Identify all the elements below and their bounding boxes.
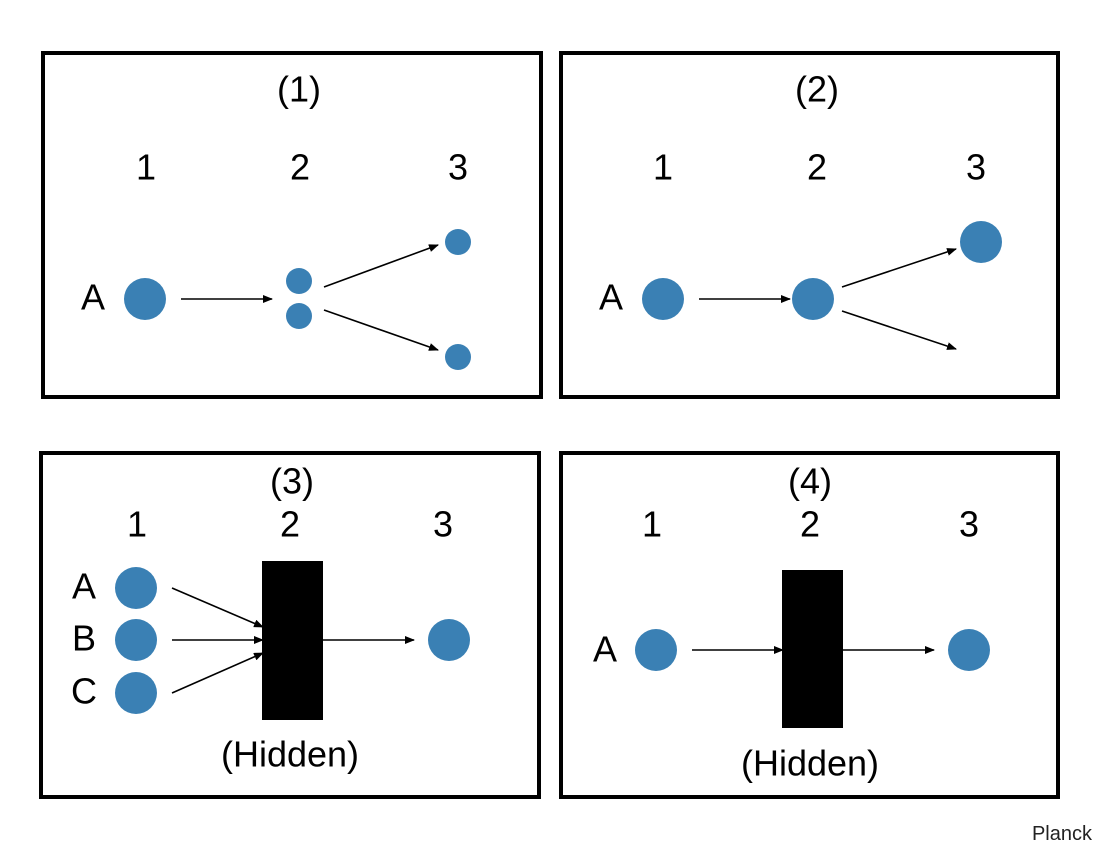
panel-3: (3) 1 2 3 A B C (Hidden) [39,451,541,799]
panel-3-node-3 [428,619,470,661]
panel-1-column-1: 1 [136,147,156,188]
panel-1-column-3: 3 [448,147,468,188]
panel-3-column-3: 3 [433,504,453,545]
panel-3-node-c [115,672,157,714]
panel-3-input-a-label: A [72,566,96,607]
panel-4-input-a-label: A [593,629,617,670]
panel-4-column-1: 1 [642,504,662,545]
panel-3-node-b [115,619,157,661]
credit-text: Planck [1031,823,1092,845]
panel-1-node-2-upper [286,268,312,294]
panel-1-node-a [124,278,166,320]
panel-4-hidden-label: (Hidden) [741,743,879,784]
panel-4-frame [559,451,1060,799]
panel-3-column-1: 1 [127,504,147,545]
panel-3-input-b-label: B [72,618,96,659]
panel-1-input-a-label: A [81,277,105,318]
panel-3-node-a [115,567,157,609]
panel-2-title: (2) [795,69,839,110]
panel-2-node-a [642,278,684,320]
panel-2-node-3 [960,221,1002,263]
panel-2-column-1: 1 [653,147,673,188]
panel-1-node-2-lower [286,303,312,329]
panel-4: (4) 1 2 3 A (Hidden) [559,451,1060,799]
panel-3-edge-a-to-hidden [171,587,264,628]
panel-1: (1) 1 2 3 A [41,51,543,399]
panel-1-column-2: 2 [290,147,310,188]
panel-2-node-2 [792,278,834,320]
panel-3-title: (3) [270,461,314,502]
panel-2-column-3: 3 [966,147,986,188]
panel-4-node-a [635,629,677,671]
panel-2-edge-2-to-3-upper [841,248,957,288]
panel-4-title: (4) [788,461,832,502]
panel-4-column-3: 3 [959,504,979,545]
panel-1-node-3-upper [445,229,471,255]
panel-3-hidden-box [262,561,323,720]
panel-3-input-c-label: C [71,671,97,712]
panel-3-hidden-label: (Hidden) [221,734,359,775]
panel-1-edge-2-to-3-lower [323,309,439,351]
panel-2-frame [559,51,1060,399]
panel-4-node-3 [948,629,990,671]
panel-3-column-2: 2 [280,504,300,545]
panel-1-title: (1) [277,69,321,110]
panel-4-hidden-box [782,570,843,728]
panel-3-edge-c-to-hidden [171,652,264,694]
panel-3-frame [39,451,541,799]
panel-1-frame [41,51,543,399]
panel-2-edge-2-to-3-lower [841,310,957,350]
panel-2-column-2: 2 [807,147,827,188]
panel-2: (2) 1 2 3 A [559,51,1060,399]
panel-1-edge-2-to-3-upper [323,244,439,288]
panel-4-column-2: 2 [800,504,820,545]
panel-1-node-3-lower [445,344,471,370]
panel-2-input-a-label: A [599,277,623,318]
